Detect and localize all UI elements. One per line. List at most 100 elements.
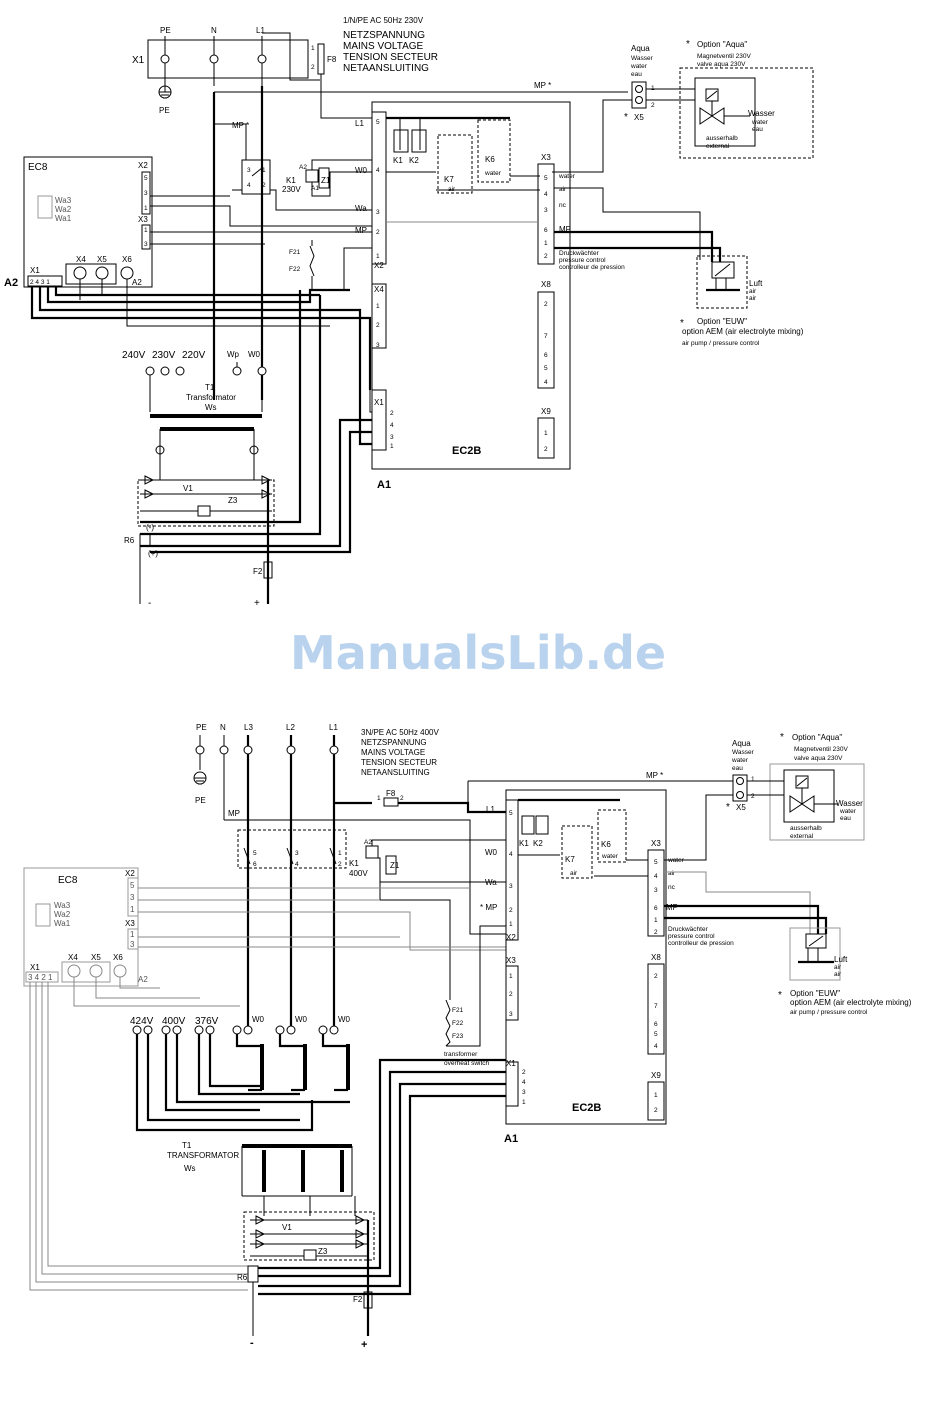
d2-valve-ausserhalb: ausserhalb bbox=[790, 825, 822, 832]
d1-x1-terminal-block bbox=[147, 39, 309, 79]
svg-text:2: 2 bbox=[400, 795, 404, 802]
d1-ec2b-x1: X1 bbox=[374, 398, 384, 407]
svg-text:6: 6 bbox=[654, 905, 658, 912]
d2-option-aqua-box bbox=[769, 763, 865, 841]
d1-plus: + bbox=[254, 598, 260, 609]
d2-euw-title: Option "EUW" bbox=[790, 989, 840, 998]
d1-option-aqua-line-3: valve aqua 230V bbox=[697, 61, 746, 68]
d1-tap-230v: 230V bbox=[152, 350, 176, 361]
d2-relay-k6-label: K6 bbox=[601, 840, 611, 849]
svg-text:3: 3 bbox=[390, 434, 394, 441]
d2-t1: T1 bbox=[182, 1141, 192, 1150]
d2-ec2b-w0: W0 bbox=[485, 848, 498, 857]
svg-text:1: 1 bbox=[509, 973, 513, 980]
d2-ec2b-l1: L1 bbox=[486, 805, 495, 814]
svg-text:1: 1 bbox=[390, 443, 394, 450]
svg-text:3: 3 bbox=[376, 209, 380, 216]
d1-valve-water: water bbox=[751, 119, 769, 126]
d2-fuse-f8 bbox=[383, 797, 399, 807]
d2-varistor-z3 bbox=[303, 1249, 317, 1261]
d1-x5-star: * bbox=[624, 112, 628, 123]
d1-ec2b-w0: W0 bbox=[355, 166, 368, 175]
svg-text:2: 2 bbox=[509, 991, 513, 998]
diagram-three-phase: 3N/PE AC 50Hz 400V NETZSPANNUNG MAINS VO… bbox=[23, 723, 912, 1351]
d1-minus-paren: (-) bbox=[146, 523, 154, 532]
svg-text:3: 3 bbox=[144, 190, 148, 197]
d1-x3-air: air bbox=[559, 186, 567, 193]
svg-text:1: 1 bbox=[130, 905, 135, 914]
d2-option-euw-box bbox=[789, 927, 841, 981]
svg-text:7: 7 bbox=[544, 333, 548, 340]
d2-supply-line-5: NETAANSLUITING bbox=[361, 768, 430, 777]
d1-supply-line-1: 1/N/PE AC 50Hz 230V bbox=[343, 16, 424, 25]
d2-ec2b-x8: X8 bbox=[651, 953, 661, 962]
d2-pe-label: PE bbox=[196, 723, 207, 732]
d2-supply-line-4: TENSION SECTEUR bbox=[361, 758, 437, 767]
d1-air-pump-icon bbox=[706, 261, 740, 292]
d1-mp-k1-label: MP * bbox=[232, 121, 249, 130]
svg-text:5: 5 bbox=[654, 1031, 658, 1038]
d1-shunt-r6 bbox=[139, 533, 151, 547]
d1-valve-wasser: Wasser bbox=[748, 109, 775, 118]
d1-relay-k6 bbox=[477, 119, 511, 183]
d2-ground-icon bbox=[193, 771, 207, 785]
d1-pe-terminal bbox=[160, 54, 170, 64]
d2-w0-3: W0 bbox=[338, 1015, 351, 1024]
d1-r6: R6 bbox=[124, 536, 135, 545]
d1-k1-contactor bbox=[241, 159, 271, 195]
d1-x3-mp: MP bbox=[559, 225, 571, 234]
d1-ec2b-title: EC2B bbox=[452, 445, 481, 457]
svg-text:2: 2 bbox=[751, 793, 755, 800]
d2-ec8-wa1: Wa1 bbox=[54, 919, 71, 928]
d1-relay-k7-label: K7 bbox=[444, 175, 454, 184]
d1-ground-icon bbox=[158, 85, 172, 99]
d1-euw-line-3: air pump / pressure control bbox=[682, 340, 760, 347]
d2-mp-label: MP bbox=[228, 809, 240, 818]
d2-fuse-f22: F22 bbox=[452, 1020, 464, 1027]
d1-k1-z1: Z1 bbox=[321, 176, 331, 185]
svg-text:2: 2 bbox=[509, 907, 513, 914]
d2-luft-air-1: air bbox=[834, 964, 842, 971]
d1-ec8-module bbox=[23, 156, 153, 288]
d2-aqua-label: Aqua bbox=[732, 739, 751, 748]
d2-x5-star: * bbox=[726, 802, 730, 813]
d1-option-euw-box bbox=[696, 255, 748, 309]
d1-ec8-wa2: Wa2 bbox=[55, 205, 72, 214]
d1-k1-pin-4: 4 bbox=[247, 182, 251, 189]
d2-fuse-f2 bbox=[363, 1291, 373, 1309]
svg-text:3: 3 bbox=[144, 241, 148, 248]
svg-text:3: 3 bbox=[509, 883, 513, 890]
d2-aqua-eau: eau bbox=[732, 765, 743, 772]
d2-ec2b-x1: X1 bbox=[506, 1059, 516, 1068]
d1-valve-ausserhalb: ausserhalb bbox=[706, 135, 738, 142]
d1-plus-paren: (+) bbox=[148, 549, 158, 558]
svg-text:3: 3 bbox=[544, 207, 548, 214]
d2-ec2b-wa: Wa bbox=[485, 878, 497, 887]
d2-pressure-fr: controlleur de pression bbox=[668, 940, 734, 947]
d2-f2: F2 bbox=[353, 1295, 363, 1304]
d1-ec8-wa1: Wa1 bbox=[55, 214, 72, 223]
d2-pole-6: 6 bbox=[253, 861, 257, 868]
d2-w0-2: W0 bbox=[295, 1015, 308, 1024]
d1-luft-air-1: air bbox=[749, 288, 757, 295]
svg-text:6: 6 bbox=[544, 227, 548, 234]
d2-aqua-wasser: Wasser bbox=[732, 749, 755, 756]
d1-transformator: Transformator bbox=[186, 393, 236, 402]
d2-tap-400v: 400V bbox=[162, 1016, 186, 1027]
d2-ec8-a2: A2 bbox=[138, 975, 148, 984]
svg-text:6: 6 bbox=[654, 1021, 658, 1028]
d2-shunt-r6 bbox=[247, 1265, 259, 1283]
d1-valve-external: external bbox=[706, 143, 730, 150]
d1-k1-label: K1 bbox=[286, 176, 296, 185]
svg-text:2: 2 bbox=[390, 410, 394, 417]
d1-aqua-wasser: Wasser bbox=[631, 55, 654, 62]
d1-relay-k1: K1 bbox=[393, 156, 403, 165]
d2-supply-line-1: 3N/PE AC 50Hz 400V bbox=[361, 728, 439, 737]
d1-fuse-pin-2: 2 bbox=[311, 64, 315, 71]
d1-fuse-pin-1: 1 bbox=[311, 45, 315, 52]
svg-text:1: 1 bbox=[544, 240, 548, 247]
svg-text:3: 3 bbox=[654, 887, 658, 894]
d1-ec8-x1: X1 bbox=[30, 266, 40, 275]
d2-relay-air: air bbox=[570, 870, 578, 877]
d1-supply-line-5: NETAANSLUITING bbox=[343, 63, 429, 74]
